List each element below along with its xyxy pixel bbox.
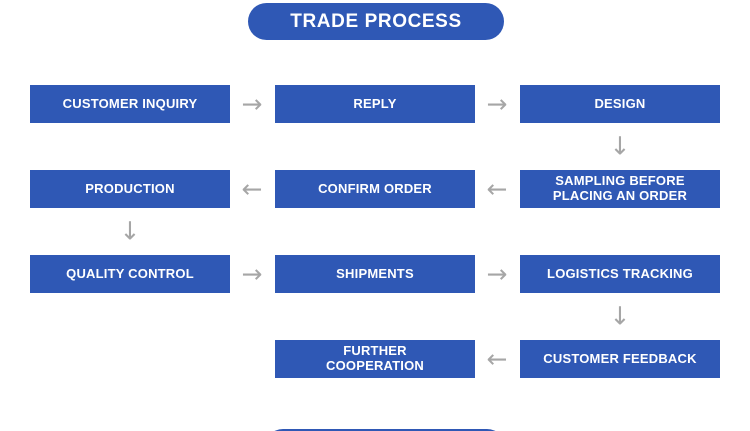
section-title-pill: TRADE PROCESS (248, 3, 504, 40)
arrow-right-icon: → (486, 259, 508, 289)
flow-step-label: SAMPLING BEFORE PLACING AN ORDER (552, 173, 688, 203)
arrow-down-icon: ↓ (609, 131, 631, 161)
flow-step-sampling-before-placing-an-order: SAMPLING BEFORE PLACING AN ORDER (520, 170, 720, 208)
flow-step-shipments: SHIPMENTS (275, 255, 475, 293)
flow-step-label: CONFIRM ORDER (318, 180, 432, 196)
arrow-right-icon: → (486, 89, 508, 119)
flow-step-label: QUALITY CONTROL (66, 265, 194, 281)
flow-step-label: DESIGN (594, 95, 646, 111)
flow-step-label: CUSTOMER FEEDBACK (543, 350, 697, 366)
arrow-down-icon: ↓ (119, 216, 141, 246)
flow-step-production: PRODUCTION (30, 170, 230, 208)
flow-step-confirm-order: CONFIRM ORDER (275, 170, 475, 208)
arrow-left-icon: ← (241, 174, 263, 204)
flow-step-label: REPLY (353, 95, 397, 111)
flow-step-label: LOGISTICS TRACKING (547, 265, 693, 281)
arrow-left-icon: ← (486, 174, 508, 204)
arrow-right-icon: → (241, 259, 263, 289)
flow-step-design: DESIGN (520, 85, 720, 123)
next-section-pill-partial (264, 429, 506, 431)
arrow-right-icon: → (241, 89, 263, 119)
arrow-down-icon: ↓ (609, 301, 631, 331)
arrow-left-icon: ← (486, 344, 508, 374)
flow-step-label: PRODUCTION (85, 180, 175, 196)
flow-step-label: SHIPMENTS (336, 265, 414, 281)
flow-step-quality-control: QUALITY CONTROL (30, 255, 230, 293)
flow-step-label: FURTHER COOPERATION (325, 343, 425, 373)
flow-step-reply: REPLY (275, 85, 475, 123)
flow-step-further-cooperation: FURTHER COOPERATION (275, 340, 475, 378)
section-title: TRADE PROCESS (290, 10, 462, 32)
flow-step-logistics-tracking: LOGISTICS TRACKING (520, 255, 720, 293)
flow-step-customer-feedback: CUSTOMER FEEDBACK (520, 340, 720, 378)
flow-step-label: CUSTOMER INQUIRY (62, 95, 198, 111)
flow-step-customer-inquiry: CUSTOMER INQUIRY (30, 85, 230, 123)
